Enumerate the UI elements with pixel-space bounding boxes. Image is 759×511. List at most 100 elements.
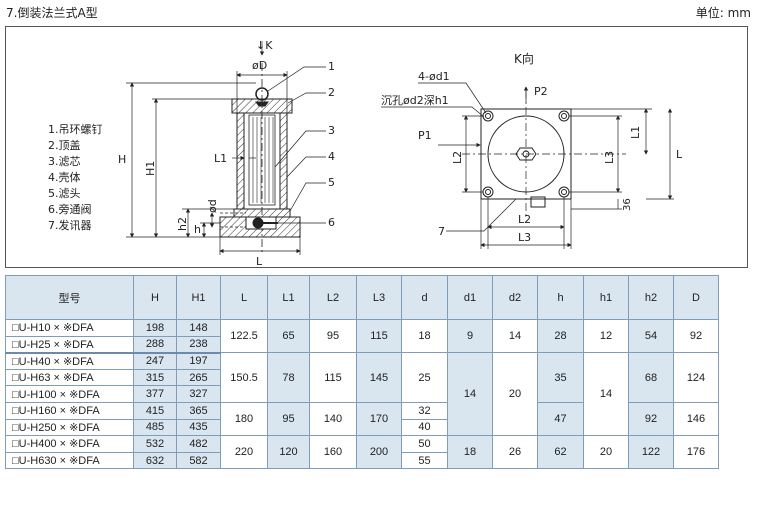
cell-h2: 68 [628,352,674,403]
dim-label: L3 [603,151,616,164]
cell-h: 247 [133,352,177,370]
column-header: H1 [176,275,221,320]
cell-l1: 120 [267,435,310,470]
cell-h1: 197 [176,352,221,370]
cell-h: 288 [133,335,177,354]
part-label: 6.旁通阀 [48,202,92,216]
model-cell: □U-H250 × ※DFA [5,418,134,437]
cell-l3: 200 [356,435,402,470]
spec-table: 型号 H H1 L L1 L2 L3 d d1 d2 h h1 h2 D □U-… [5,275,719,470]
cell-d: 55 [401,451,448,470]
cell-l3: 170 [356,401,402,437]
dim-label: h [194,223,201,236]
cell-h1: 148 [176,319,221,337]
model-cell: □U-H400 × ※DFA [5,435,134,453]
cell-l1: 65 [267,318,310,354]
cell-dd: 92 [673,318,719,354]
cell-h1-small: 12 [583,318,629,354]
view-title: K向 [514,51,534,66]
cell-d2: 26 [492,435,538,470]
callout-number: 3 [328,124,335,137]
cell-h1: 482 [176,435,221,453]
cell-h: 532 [133,435,177,453]
dim-label: P2 [534,85,548,98]
cell-h2: 92 [628,401,674,437]
cell-d2: 14 [492,318,538,354]
part-label: 7.发讯器 [48,218,92,232]
dim-label: 36 [622,198,633,211]
column-header: h2 [628,275,674,320]
side-view [462,91,626,217]
cell-d: 40 [401,418,448,437]
cell-l: 150.5 [220,352,268,403]
callout-number: 6 [328,216,335,229]
cell-h1: 238 [176,335,221,354]
column-header: D [673,275,719,320]
part-label: 5.滤头 [48,187,81,200]
column-header: L [220,275,268,320]
cell-d1: 14 [447,352,493,437]
dim-label: L1 [214,152,227,165]
dim-label: L3 [518,231,531,244]
cell-l2: 160 [309,435,357,470]
column-header: L1 [267,275,310,320]
model-cell: □U-H63 × ※DFA [5,368,134,387]
column-header: 型号 [5,275,134,320]
cell-h-small: 28 [537,318,584,354]
cell-d: 25 [401,352,448,403]
front-view [219,63,301,252]
table-row: □U-H25 × ※DFA 288 238 [5,335,719,354]
cell-h1-small: 14 [583,352,629,437]
table-row: □U-H63 × ※DFA 315 265 [5,368,719,387]
callout-number: 7 [438,225,445,238]
dim-label: H [118,153,126,166]
technical-drawing: 1.吊环螺钉 2.顶盖 3.滤芯 4.壳体 5.滤头 6.旁通阀 7.发讯器 1… [5,26,748,268]
dim-label: 沉孔ød2深h1 [381,94,449,107]
model-cell: □U-H100 × ※DFA [5,385,134,403]
column-header: H [133,275,177,320]
cell-h1: 435 [176,418,221,437]
dim-label: L2 [518,213,531,226]
cell-d2: 20 [492,352,538,437]
callout-number: 5 [328,176,335,189]
callout-number: 1 [328,60,335,73]
dim-label: h2 [176,217,189,231]
cell-l2: 95 [309,318,357,354]
column-header: L3 [356,275,402,320]
cell-l3: 115 [356,318,402,354]
dim-label: ød [206,199,219,213]
table-row: □U-H400 × ※DFA 532 482 220 120 160 200 5… [5,435,719,470]
cell-l2: 115 [309,352,357,403]
model-cell: □U-H160 × ※DFA [5,401,134,420]
dim-label: H1 [144,161,157,176]
unit-label: 单位: mm [695,6,751,20]
model-cell: □U-H25 × ※DFA [5,335,134,354]
cell-h: 377 [133,385,177,403]
part-label: 1.吊环螺钉 [48,123,103,136]
dim-label: L1 [629,126,642,139]
cell-h-small: 35 [537,352,584,403]
cell-h: 632 [133,451,177,470]
cell-d: 18 [401,318,448,354]
cell-d1: 18 [447,435,493,470]
cell-h2: 122 [628,435,674,470]
column-header: d1 [447,275,493,320]
cell-h-small: 62 [537,435,584,470]
cell-h1: 582 [176,451,221,470]
cell-h2: 54 [628,318,674,354]
cell-dd: 176 [673,435,719,470]
column-header: h [537,275,584,320]
table-row: □U-H40 × ※DFA 247 197 150.5 78 115 145 2… [5,352,719,437]
part-label: 2.顶盖 [48,138,81,152]
cell-d1: 9 [447,318,493,354]
model-cell: □U-H630 × ※DFA [5,451,134,470]
page-title: 7.倒装法兰式A型 [6,6,98,20]
cell-h1: 365 [176,401,221,420]
dim-label: L2 [451,151,464,164]
part-label: 4.壳体 [48,170,81,184]
callout-number: 4 [328,150,335,163]
cell-l: 180 [220,401,268,437]
table-header-row: 型号 H H1 L L1 L2 L3 d d1 d2 h h1 h2 D [5,275,719,320]
table-row: □U-H100 × ※DFA 377 327 [5,385,719,403]
column-header: L2 [309,275,357,320]
